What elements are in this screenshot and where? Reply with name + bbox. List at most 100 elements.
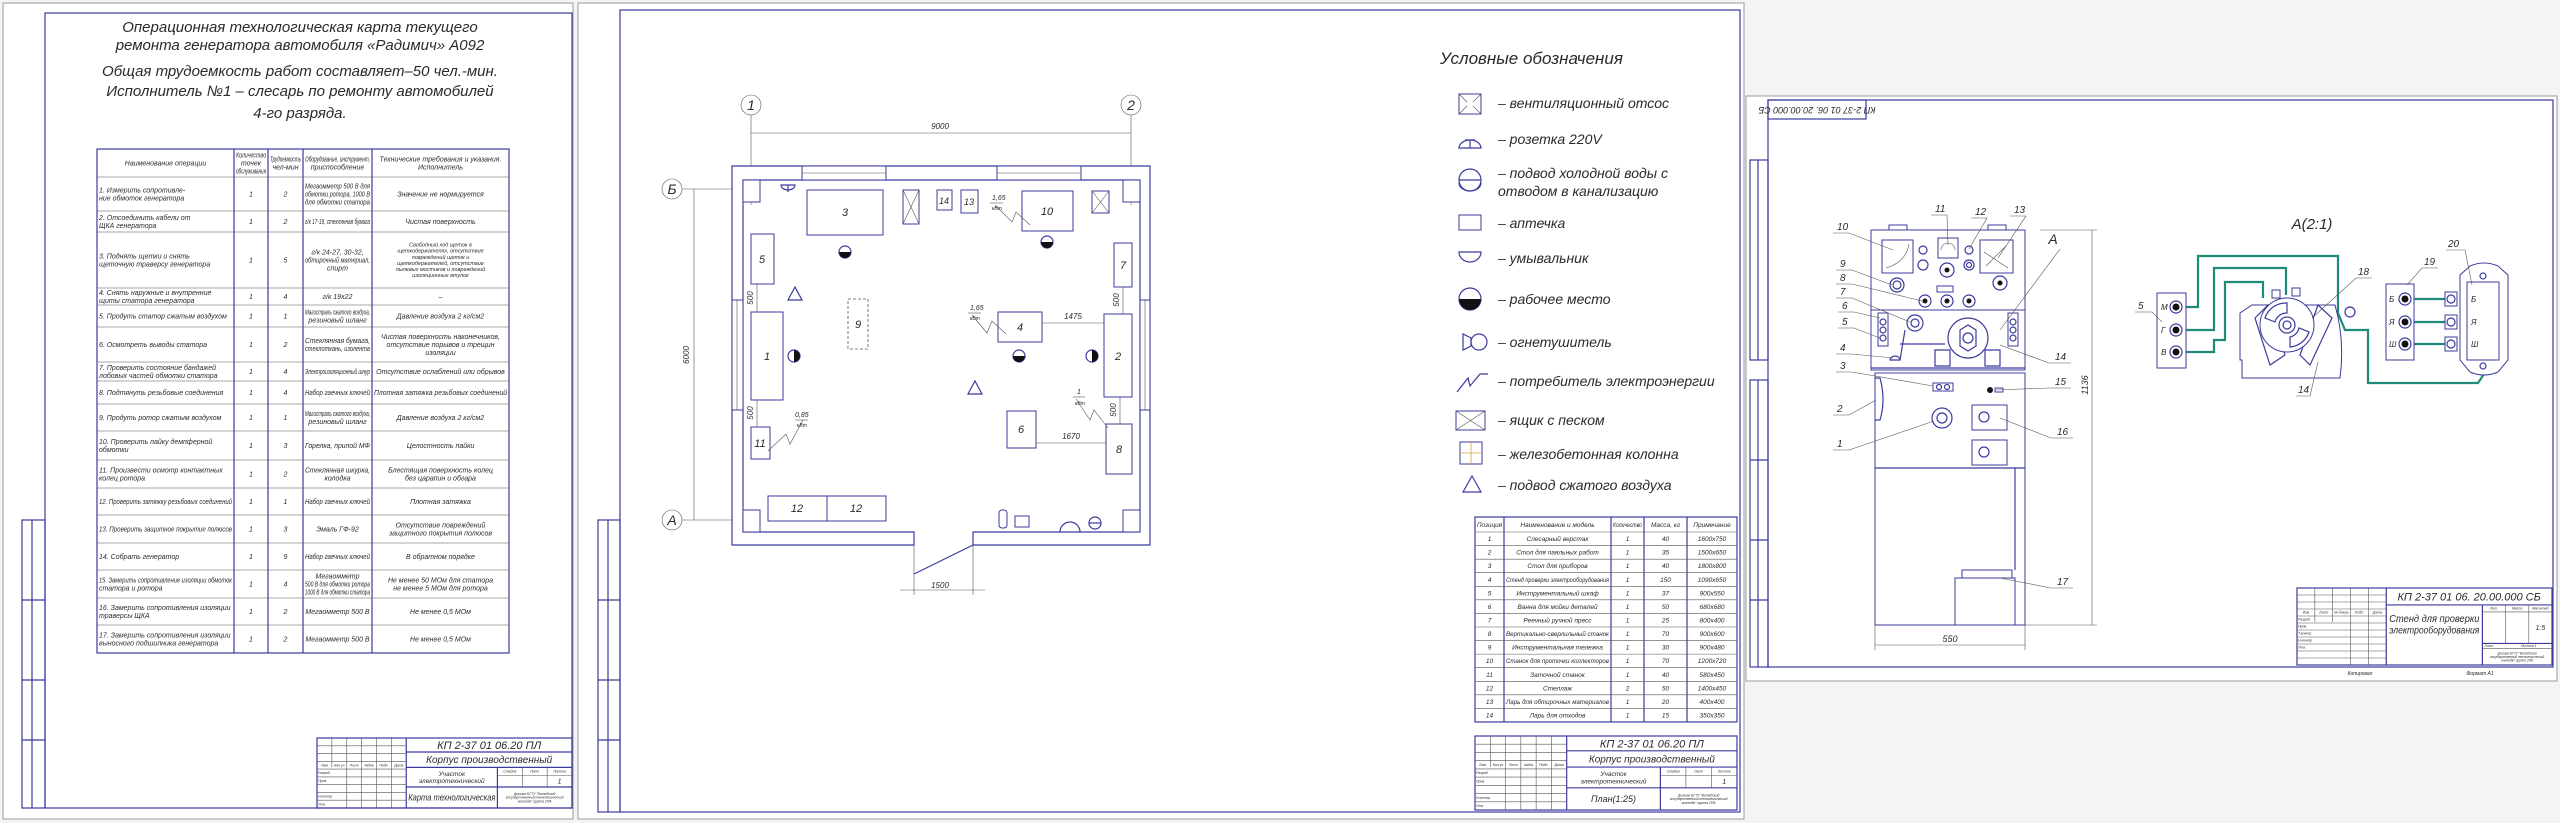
text-line: 14: [1486, 712, 1494, 719]
equipment-label: 6: [1018, 424, 1025, 436]
text-line: Заточной станок: [1530, 671, 1586, 679]
table-cell: 1: [1626, 617, 1630, 624]
text-line: Копировал: [2348, 671, 2373, 677]
text-line: 5: [284, 257, 288, 264]
title-block-header: Изм: [1479, 763, 1486, 767]
callout-label: 11: [1935, 204, 1945, 215]
equipment: 1 2 3 4 5 6 7 8 9 10 11 12 12 13 14: [750, 189, 1133, 522]
dimension-500: 500: [1112, 293, 1121, 307]
table-cell: 6. Осмотреть выводы статора: [99, 341, 207, 349]
text-line: 2: [283, 471, 288, 478]
text-line: 8: [1488, 631, 1492, 638]
table-cell: 1: [249, 313, 253, 320]
document-code: КП 2-37 01 06.20 ПЛ: [437, 740, 541, 752]
text-line: филиал БГТУ "Витебский: [514, 792, 556, 796]
text-line: 1: [249, 390, 253, 397]
dimension-width: 550: [1942, 634, 1957, 644]
text-line: Мегаомметр 500 В: [305, 609, 370, 616]
text-line: 2. Отсоединить кабели от: [98, 214, 191, 222]
text-line: Пров.: [2298, 625, 2307, 629]
text-line: 400х400: [1700, 699, 1725, 706]
text-line: Стадия: [503, 770, 516, 774]
text-line: колледж" группа 2ПА: [1682, 801, 1716, 805]
equipment-label: 13: [964, 197, 974, 207]
text-line: Количество: [236, 153, 266, 160]
equipment-10: [1021, 190, 1074, 232]
equipment-label: 4: [1017, 322, 1023, 334]
title-block-role: Разраб.: [2298, 618, 2311, 622]
table-cell: 3: [284, 526, 288, 533]
table-cell: Эмаль ГФ-92: [316, 526, 359, 533]
text-line: Отсутствие повреждений: [396, 522, 486, 530]
equipment-12: [826, 495, 887, 522]
text-line: Давление воздуха 2 кг/см2: [396, 414, 485, 422]
text-line: 2: [1625, 685, 1630, 692]
table-cell: 1: [249, 636, 253, 643]
text-line: 3: [1488, 563, 1492, 570]
table-cell: Станок для проточки коллекторов: [1506, 657, 1610, 665]
text-line: г/к 24-27, 30-32,: [311, 250, 363, 257]
text-line: 1090х650: [1698, 577, 1727, 584]
workplace-icon: [787, 349, 801, 363]
columns: [742, 179, 1141, 533]
terminal-label: Я: [2388, 318, 2395, 327]
callout-leader: [1836, 297, 1911, 323]
sand-box-icon: [1455, 410, 1486, 431]
callout-label: 12: [1975, 207, 1987, 218]
sheets-count: 1: [558, 779, 562, 786]
legend-item: – огнетушитель: [1497, 334, 1612, 350]
text-line: обмотки: [99, 446, 129, 454]
text-line: 1: [1722, 779, 1726, 786]
callout-leader: [1833, 420, 1935, 451]
table-cell: Плотная затяжка резьбовых соединений: [374, 389, 507, 397]
dimension-door: 1500: [931, 581, 949, 590]
equipment-label: 9: [855, 319, 861, 331]
table-cell: 1500х650: [1698, 550, 1727, 557]
water-supply-icon: [1458, 168, 1482, 192]
title-block-header: Изм: [321, 763, 328, 767]
text-line: 10. Проверить пайку демпферной: [99, 438, 212, 446]
text-line: 25: [1661, 617, 1670, 624]
text-line: Масса, кг: [1651, 522, 1681, 529]
equipment-7: [1113, 242, 1133, 288]
text-line: 1: [249, 191, 253, 198]
text-line: Оборудование, инструмент,: [305, 156, 370, 164]
text-line: 350х350: [1700, 712, 1725, 719]
table-cell: 25: [1661, 617, 1670, 624]
text-line: 12. Проверить затяжку резьбовых соединен…: [99, 498, 232, 506]
sheet-label: Лист: [529, 770, 539, 774]
text-line: 30: [1662, 645, 1670, 652]
table-cell: Чистая поверхность наконечников,отсутств…: [381, 334, 500, 357]
text-line: Целостность пайки: [407, 442, 475, 450]
sheet-technological-card: Операционная технологическая карта текущ…: [2, 2, 574, 820]
terminal-label: Я: [2470, 318, 2477, 327]
text-line: Инструментальный шкаф: [1516, 589, 1599, 597]
workplace-icon: [1040, 235, 1054, 249]
text-line: Ларь для отходов: [1529, 711, 1586, 719]
text-line: Технические требования и указания.: [380, 156, 502, 164]
table-cell: 1: [249, 554, 253, 561]
table-cell: 40: [1662, 536, 1670, 543]
text-line: План(1:25): [1591, 794, 1636, 804]
text-line: траверсы ЩКА: [99, 613, 150, 620]
text-line: Кол.уч: [1493, 763, 1504, 767]
text-line: г/к 17-19, стеклянная бумага: [305, 218, 370, 226]
table-cell: 1800х800: [1698, 563, 1727, 570]
document-type: План(1:25): [1591, 794, 1636, 804]
table-cell: 680х680: [1700, 604, 1725, 611]
table-cell: 40: [1662, 672, 1670, 679]
text-line: – подвод холодной воды с: [1497, 165, 1668, 181]
callout-leader: [1836, 269, 1893, 286]
sheet-border: [577, 2, 1745, 820]
text-line: Пров.: [1476, 779, 1485, 783]
sheet-frame: [44, 12, 573, 809]
